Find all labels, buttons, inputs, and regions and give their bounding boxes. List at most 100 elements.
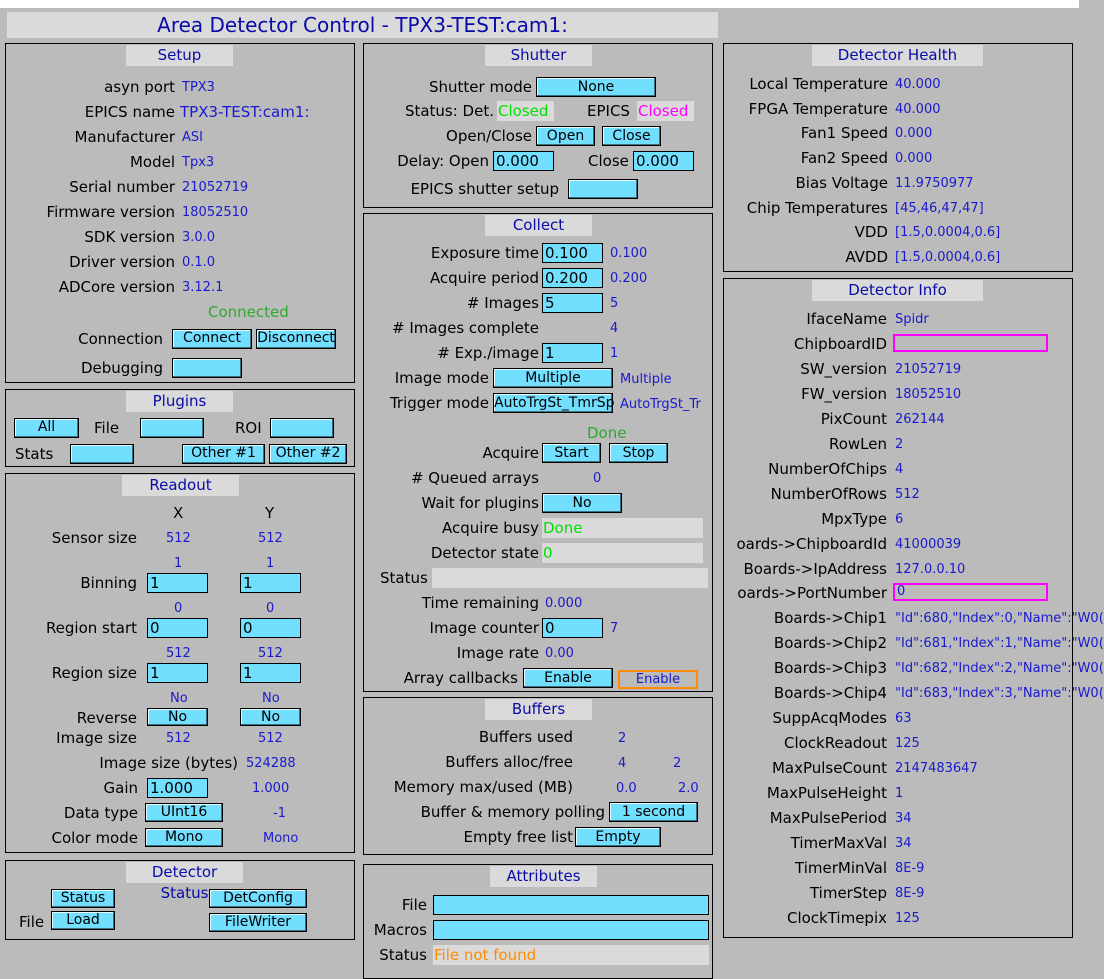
plugins-roi-button[interactable]: [270, 418, 334, 438]
info-row-value: 63: [895, 711, 912, 727]
region-start-x-input[interactable]: 0: [147, 618, 208, 638]
gain-input[interactable]: 1.000: [147, 778, 208, 798]
shutter-epics-label: EPICS: [587, 102, 630, 120]
detector-status-title: Detector Status: [126, 862, 243, 902]
buffers-used-label: Buffers used: [478, 728, 573, 746]
reverse-x-menu[interactable]: No: [147, 708, 208, 726]
health-row-value: 11.9750977: [895, 175, 974, 191]
trigger-mode-rbv: AutoTrgSt_Tr: [620, 397, 701, 412]
buffers-alloc-free-label: Buffers alloc/free: [445, 753, 573, 771]
info-row-label: TimerMinVal: [795, 858, 887, 877]
sdk-version-label: SDK version: [84, 228, 175, 246]
info-row-label: Boards->Chip3: [773, 659, 887, 678]
image-size-x: 512: [166, 731, 191, 746]
adcore-version-label: ADCore version: [58, 278, 175, 296]
delay-open-input[interactable]: 0.000: [493, 151, 554, 171]
info-row-value: Spidr: [895, 312, 929, 327]
load-button[interactable]: Load: [51, 911, 115, 930]
plugins-stats-button[interactable]: [70, 444, 134, 464]
empty-free-label: Empty free list: [463, 828, 573, 846]
trigger-mode-label: Trigger mode: [389, 394, 489, 412]
info-row-label: Boards->IpAddress: [743, 559, 887, 578]
data-type-menu[interactable]: UInt16: [145, 803, 223, 822]
manufacturer-value: ASI: [182, 130, 203, 145]
gain-rbv: 1.000: [252, 781, 290, 796]
delay-close-label: Close: [588, 152, 629, 170]
connect-button[interactable]: Connect: [172, 329, 252, 349]
acquire-period-input[interactable]: 0.200: [542, 268, 603, 288]
polling-menu[interactable]: 1 second: [609, 802, 698, 822]
disconnect-button[interactable]: Disconnect: [256, 329, 336, 349]
region-start-y-input[interactable]: 0: [240, 618, 301, 638]
plugins-all-button[interactable]: All: [14, 418, 79, 438]
filewriter-button[interactable]: FileWriter: [209, 913, 307, 932]
detector-health-title: Detector Health: [812, 45, 983, 66]
connection-label: Connection: [78, 330, 163, 348]
info-row-label: MaxPulseHeight: [766, 784, 887, 803]
image-counter-input[interactable]: 0: [542, 618, 603, 638]
info-row-label: IfaceName: [806, 310, 887, 328]
reverse-y-menu[interactable]: No: [240, 708, 301, 726]
exposure-time-input[interactable]: 0.100: [542, 243, 603, 263]
shutter-title: Shutter: [485, 45, 592, 66]
time-remaining-label: Time remaining: [421, 594, 539, 612]
empty-free-button[interactable]: Empty: [575, 827, 661, 847]
buffers-used-value: 2: [618, 731, 627, 746]
exp-per-image-input[interactable]: 1: [542, 343, 603, 363]
plugins-other1-button[interactable]: Other #1: [182, 444, 265, 464]
serial-number-value: 21052719: [182, 180, 249, 195]
info-row-label: NumberOfChips: [768, 459, 887, 478]
status-button[interactable]: Status: [51, 889, 115, 908]
info-row-value-box: [893, 333, 1048, 352]
info-row-label: Boards->Chip4: [773, 684, 887, 703]
binning-y-input[interactable]: 1: [240, 573, 301, 593]
wait-for-plugins-menu[interactable]: No: [542, 493, 622, 513]
health-row-label: AVDD: [845, 247, 888, 266]
num-images-input[interactable]: 5: [542, 293, 603, 313]
attributes-macros-input[interactable]: [433, 920, 709, 940]
image-mode-menu[interactable]: Multiple: [493, 368, 613, 388]
shutter-close-button[interactable]: Close: [602, 126, 661, 146]
info-row-value: "Id":683,"Index":3,"Name":"W0(: [895, 686, 1104, 702]
array-callbacks-menu[interactable]: Enable: [523, 668, 613, 688]
binning-x-input[interactable]: 1: [147, 573, 208, 593]
info-row-label: MpxType: [821, 509, 887, 528]
wait-for-plugins-label: Wait for plugins: [421, 494, 539, 512]
region-size-y-rbv: 512: [258, 646, 283, 661]
plugins-file-button[interactable]: [140, 418, 204, 438]
image-rate-value: 0.00: [545, 646, 574, 661]
health-row-label: VDD: [854, 223, 888, 242]
delay-close-input[interactable]: 0.000: [633, 151, 694, 171]
shutter-epics-status: Closed: [637, 101, 694, 121]
buffers-free-value: 2: [673, 756, 682, 771]
acquire-start-button[interactable]: Start: [542, 443, 601, 463]
shutter-mode-menu[interactable]: None: [536, 77, 656, 97]
acquire-stop-button[interactable]: Stop: [609, 443, 668, 463]
trigger-mode-menu[interactable]: AutoTrgSt_TmrSp: [493, 393, 615, 413]
info-row-label: Boards->Chip1: [773, 609, 887, 628]
color-mode-menu[interactable]: Mono: [145, 828, 223, 847]
model-value: Tpx3: [182, 155, 215, 170]
info-row-label: TimerStep: [809, 883, 887, 902]
attributes-file-input[interactable]: [433, 895, 709, 915]
shutter-panel: [363, 43, 713, 208]
plugins-other2-button[interactable]: Other #2: [269, 444, 347, 464]
manufacturer-label: Manufacturer: [74, 128, 176, 146]
health-row-value: [45,46,47,47]: [895, 200, 984, 216]
memory-max-value: 0.0: [616, 781, 637, 796]
binning-label: Binning: [80, 574, 137, 592]
info-row-value: 8E-9: [895, 885, 925, 901]
epics-shutter-setup-button[interactable]: [568, 179, 638, 199]
image-size-bytes-value: 524288: [246, 756, 296, 771]
firmware-version-value: 18052510: [182, 205, 249, 220]
detector-state-label: Detector state: [430, 544, 539, 562]
detconfig-button[interactable]: DetConfig: [209, 889, 307, 908]
exp-per-image-label: # Exp./image: [437, 344, 539, 362]
health-row-value: [1.5,0.0004,0.6]: [895, 249, 1001, 265]
shutter-open-button[interactable]: Open: [536, 126, 595, 146]
sensor-size-label: Sensor size: [51, 529, 137, 547]
region-size-y-input[interactable]: 1: [240, 663, 301, 683]
health-row-label: Chip Temperatures: [746, 198, 888, 217]
region-size-x-input[interactable]: 1: [147, 663, 208, 683]
debugging-button[interactable]: [172, 358, 242, 378]
